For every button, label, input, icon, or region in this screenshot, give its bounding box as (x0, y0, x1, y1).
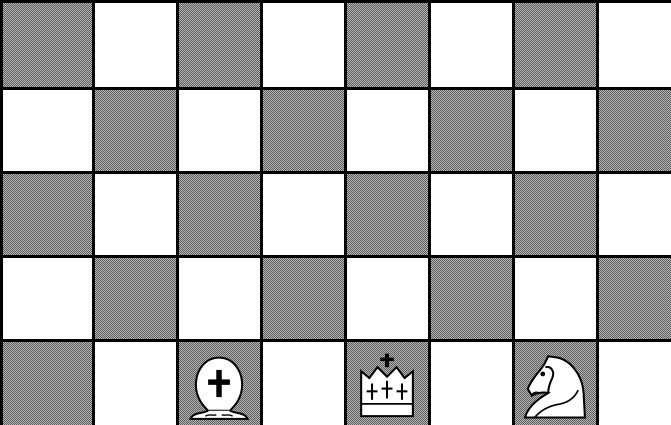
light-square[interactable] (347, 258, 428, 339)
light-square[interactable] (179, 90, 260, 171)
dark-square[interactable] (3, 342, 92, 425)
light-square[interactable] (263, 342, 344, 425)
light-square[interactable] (599, 342, 671, 425)
light-square[interactable] (95, 342, 176, 425)
dark-square[interactable] (179, 342, 260, 425)
dark-square[interactable] (515, 342, 596, 425)
light-square[interactable] (3, 258, 92, 339)
dark-square[interactable] (431, 258, 512, 339)
light-square[interactable] (95, 174, 176, 255)
light-square[interactable] (263, 3, 344, 87)
light-square[interactable] (599, 3, 671, 87)
light-square[interactable] (431, 174, 512, 255)
light-square[interactable] (179, 258, 260, 339)
light-square[interactable] (515, 90, 596, 171)
white-king-king-icon[interactable] (353, 350, 421, 420)
white-knight-knight-icon[interactable] (521, 350, 589, 420)
light-square[interactable] (515, 258, 596, 339)
dark-square[interactable] (515, 3, 596, 87)
dark-square[interactable] (179, 174, 260, 255)
dark-square[interactable] (95, 258, 176, 339)
dark-square[interactable] (179, 3, 260, 87)
light-square[interactable] (599, 174, 671, 255)
dark-square[interactable] (263, 90, 344, 171)
dark-square[interactable] (95, 90, 176, 171)
dark-square[interactable] (347, 342, 428, 425)
dark-square[interactable] (263, 258, 344, 339)
dark-square[interactable] (515, 174, 596, 255)
light-square[interactable] (347, 90, 428, 171)
light-square[interactable] (3, 90, 92, 171)
dark-square[interactable] (3, 3, 92, 87)
dark-square[interactable] (431, 90, 512, 171)
dark-square[interactable] (3, 174, 92, 255)
dark-square[interactable] (347, 174, 428, 255)
light-square[interactable] (263, 174, 344, 255)
light-square[interactable] (95, 3, 176, 87)
dark-square[interactable] (599, 258, 671, 339)
dark-square[interactable] (347, 3, 428, 87)
dark-square[interactable] (599, 90, 671, 171)
white-bishop-bishop-icon[interactable] (185, 350, 253, 420)
light-square[interactable] (431, 342, 512, 425)
light-square[interactable] (431, 3, 512, 87)
